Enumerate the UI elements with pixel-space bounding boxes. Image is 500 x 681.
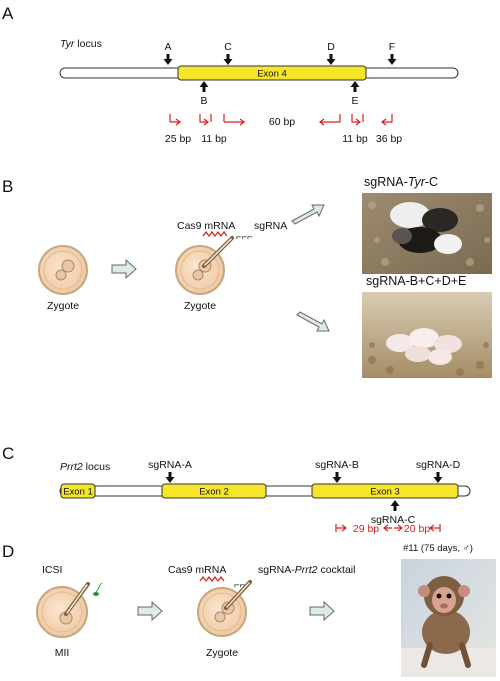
exon4-label: Exon 4	[257, 69, 287, 80]
prrt2-exon3-label: Exon 3	[370, 487, 400, 498]
result-top-label: sgRNA-Tyr-C	[364, 175, 438, 189]
prrt2-cut-site-arrows	[335, 524, 441, 532]
sgrna-label: sgRNA	[254, 220, 287, 232]
sgrna-c-label: sgRNA-C	[371, 514, 416, 526]
d-sgrna-molecule-icon: ⌐⌐	[234, 580, 245, 591]
icsi-label: ICSI	[42, 564, 62, 576]
prrt2-locus-label: Prrt2 locus	[60, 461, 110, 473]
mice-photo-bottom	[362, 292, 492, 378]
panel-d-arrow-1	[137, 600, 163, 622]
dist-11bp-left: 11 bp	[201, 133, 227, 145]
panel-b-arrow-down	[296, 311, 330, 332]
sgrna-molecule-icon: ⌐⌐⌐	[236, 232, 253, 243]
site-b-label: B	[200, 95, 207, 107]
mice-photo-top	[362, 193, 492, 274]
sgrna-c-up-arrow	[390, 500, 400, 511]
sgrna-b-label: sgRNA-B	[315, 459, 359, 471]
dist-29bp: 29 bp	[353, 523, 379, 535]
dist-11bp-right: 11 bp	[342, 133, 368, 145]
zygote-left-label: Zygote	[47, 300, 79, 312]
prrt2-down-arrows	[165, 472, 443, 483]
panel-a-letter: A	[2, 4, 14, 23]
panel-b-letter: B	[2, 177, 13, 196]
zygote-right-label: Zygote	[184, 300, 216, 312]
sgrna-cocktail-label: sgRNA-Prrt2 cocktail	[258, 564, 355, 576]
tyr-locus-label: Tyr locus	[60, 38, 102, 50]
mii-label: MII	[55, 647, 70, 659]
site-c-label: C	[224, 41, 232, 53]
site-down-arrows	[163, 54, 397, 65]
d-mrna-squiggle-icon	[199, 576, 225, 582]
result-bottom-label: sgRNA-B+C+D+E	[366, 274, 466, 288]
panel-c-letter: C	[2, 444, 14, 463]
mrna-squiggle-icon	[202, 231, 228, 237]
svg-text:⌐⌐: ⌐⌐	[234, 580, 245, 591]
site-a-label: A	[164, 41, 171, 53]
zygote-left-cell	[38, 245, 88, 295]
sperm-icon	[95, 582, 103, 593]
dist-20bp: 20 bp	[404, 523, 430, 535]
sgrna-a-label: sgRNA-A	[148, 459, 192, 471]
dist-25bp: 25 bp	[165, 133, 191, 145]
panel-b-arrow-up	[291, 204, 325, 225]
d-zygote-label: Zygote	[206, 647, 238, 659]
prrt2-exon2-label: Exon 2	[199, 487, 229, 498]
site-up-arrows	[199, 81, 360, 92]
dist-60bp: 60 bp	[269, 116, 295, 128]
prrt2-exon3-box	[311, 483, 459, 499]
panel-b-arrow-1	[111, 258, 137, 280]
tyr-cut-site-arrows	[169, 114, 393, 126]
d-cas9-mrna-label: Cas9 mRNA	[168, 564, 226, 576]
monkey-caption: #11 (75 days, ♂)	[403, 543, 473, 554]
svg-text:⌐⌐⌐: ⌐⌐⌐	[236, 232, 253, 243]
sgrna-d-label: sgRNA-D	[416, 459, 461, 471]
prrt2-exon1-box	[60, 483, 96, 499]
site-e-label: E	[351, 95, 358, 107]
site-f-label: F	[389, 41, 395, 53]
panel-d-letter: D	[2, 542, 14, 561]
panel-d-arrow-2	[309, 600, 335, 622]
monkey-photo	[401, 559, 496, 677]
tyr-exon4-box	[177, 65, 367, 81]
prrt2-exon1-label: Exon 1	[63, 487, 93, 498]
prrt2-exon2-box	[161, 483, 267, 499]
cas9-mrna-label: Cas9 mRNA	[177, 220, 235, 232]
dist-36bp: 36 bp	[376, 133, 402, 145]
site-d-label: D	[327, 41, 335, 53]
